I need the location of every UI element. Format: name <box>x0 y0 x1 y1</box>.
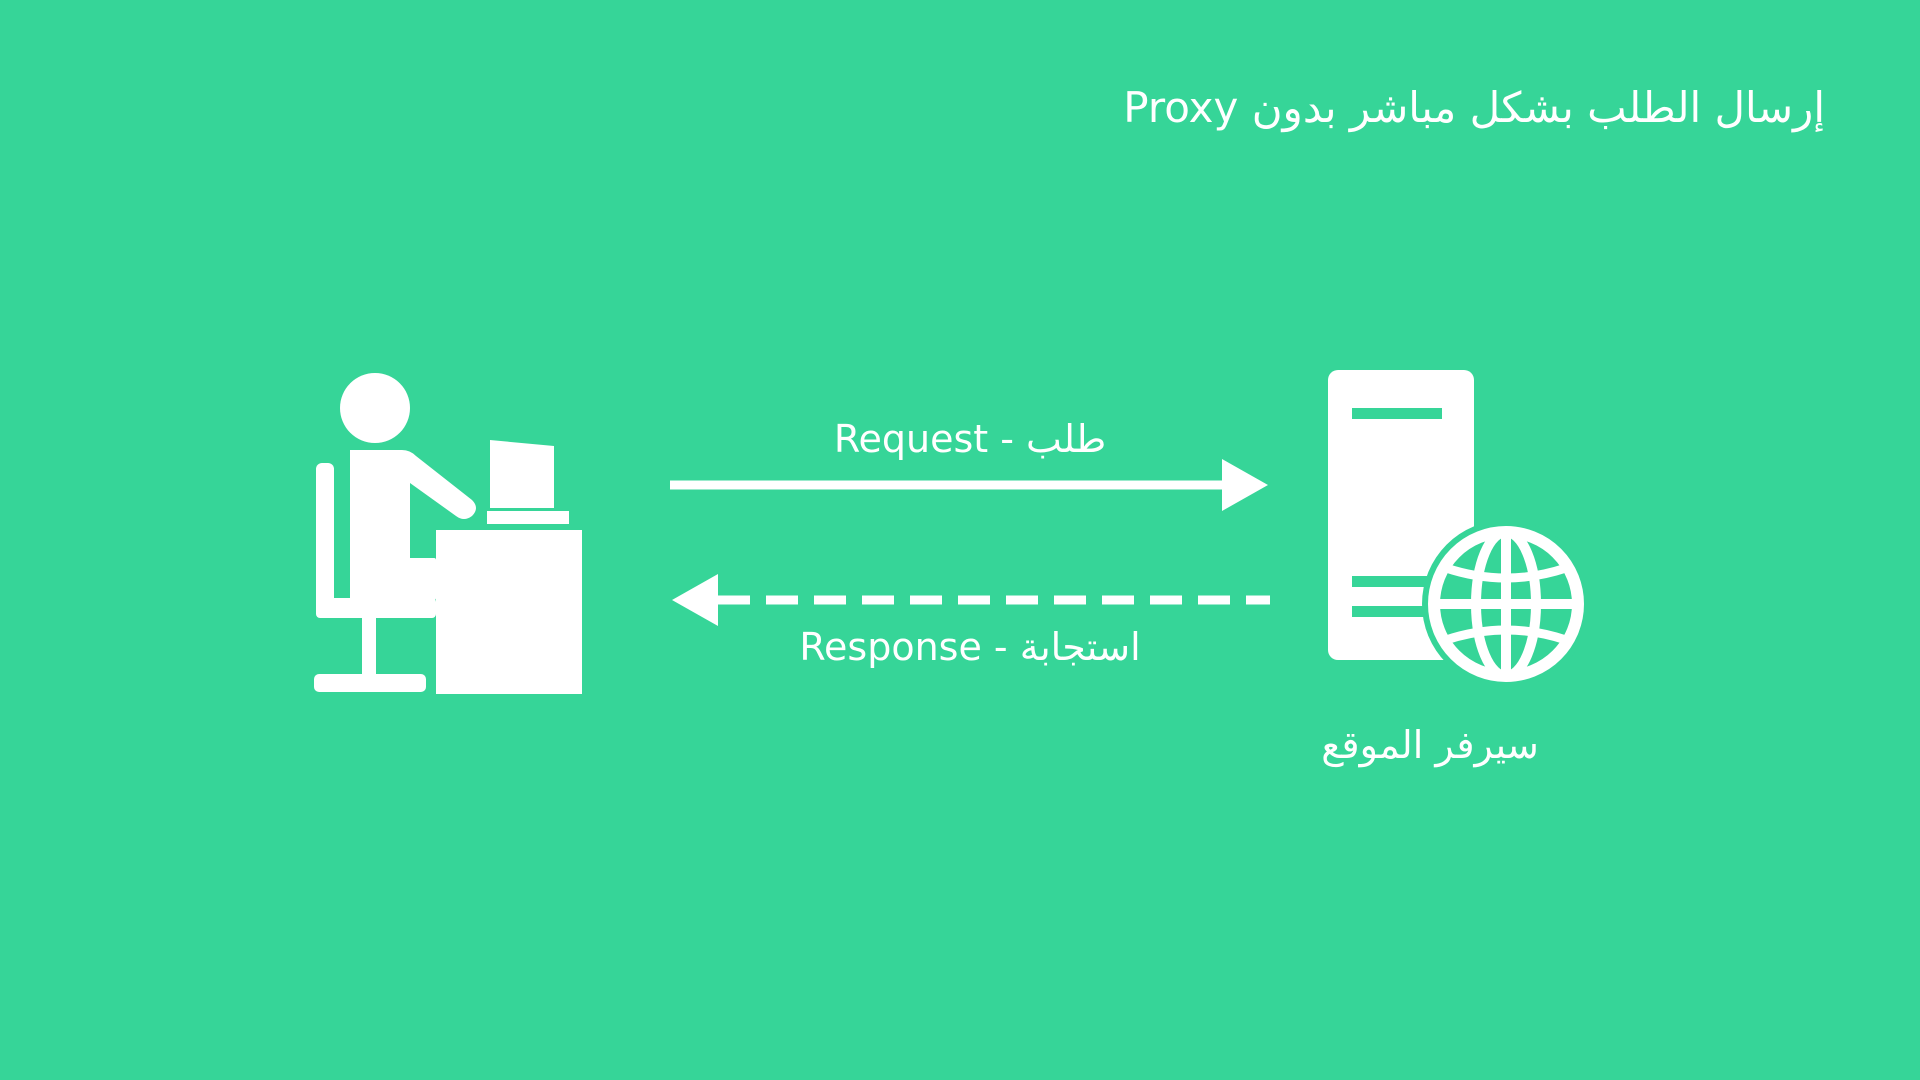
request-label: Request - طلب <box>833 417 1107 461</box>
globe-icon <box>1422 520 1590 688</box>
server-label: سيرفر الموقع <box>1321 723 1539 767</box>
diagram-title: إرسال الطلب بشكل مباشر بدون Proxy <box>1123 83 1825 132</box>
user-at-computer-icon <box>314 373 582 694</box>
request-arrow <box>670 459 1268 511</box>
response-label: Response - استجابة <box>799 625 1141 669</box>
response-arrow <box>672 574 1270 626</box>
